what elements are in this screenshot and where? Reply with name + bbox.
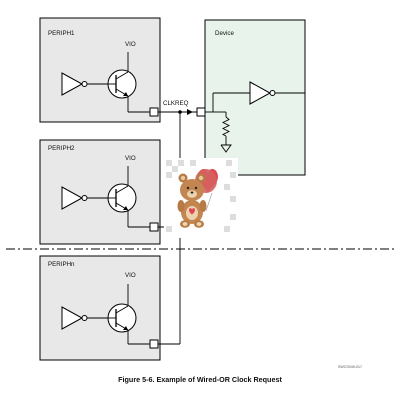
device-clkreq-pin [196, 107, 206, 117]
periphn-buffer-symbol [61, 306, 84, 330]
periphn-label: PERIPHn [48, 261, 75, 268]
periph2-block: PERIPH2 VIO [39, 139, 161, 245]
device-label: Device [215, 30, 234, 37]
device-input-buffer-symbol [249, 81, 272, 105]
periph2-vio-label: VIO [125, 155, 136, 162]
periph2-clkreq-pin [149, 222, 159, 232]
device-block: Device [196, 19, 306, 176]
teddy-bear-with-heart-balloon-icon [164, 158, 238, 238]
periph2-label: PERIPH2 [48, 145, 75, 152]
periph2-transistor-symbol [107, 166, 150, 228]
periph1-transistor-symbol [107, 52, 150, 113]
periph1-buffer-symbol [61, 72, 84, 96]
ground-symbol [220, 144, 232, 153]
figure-caption: Figure 5-6. Example of Wired-OR Clock Re… [118, 375, 282, 384]
clkreq-junction-dot [178, 110, 182, 114]
clkreq-arrow-icon [187, 109, 193, 115]
periphn-transistor-symbol [107, 284, 150, 345]
periph1-label: PERIPH1 [48, 30, 75, 37]
periphn-vio-label: VIO [125, 272, 136, 279]
periphn-block: PERIPHn VIO [39, 255, 161, 361]
periph2-buffer-symbol [61, 186, 84, 210]
periph1-block: PERIPH1 VIO [39, 17, 161, 123]
periph1-clkreq-pin [149, 107, 159, 117]
pull-down-resistor-symbol [221, 116, 231, 137]
periph1-vio-label: VIO [125, 41, 136, 48]
clkreq-label: CLKREQ [163, 100, 189, 107]
periphn-clkreq-pin [149, 339, 159, 349]
figure-doc-code: SWCS049-017 [338, 365, 362, 369]
